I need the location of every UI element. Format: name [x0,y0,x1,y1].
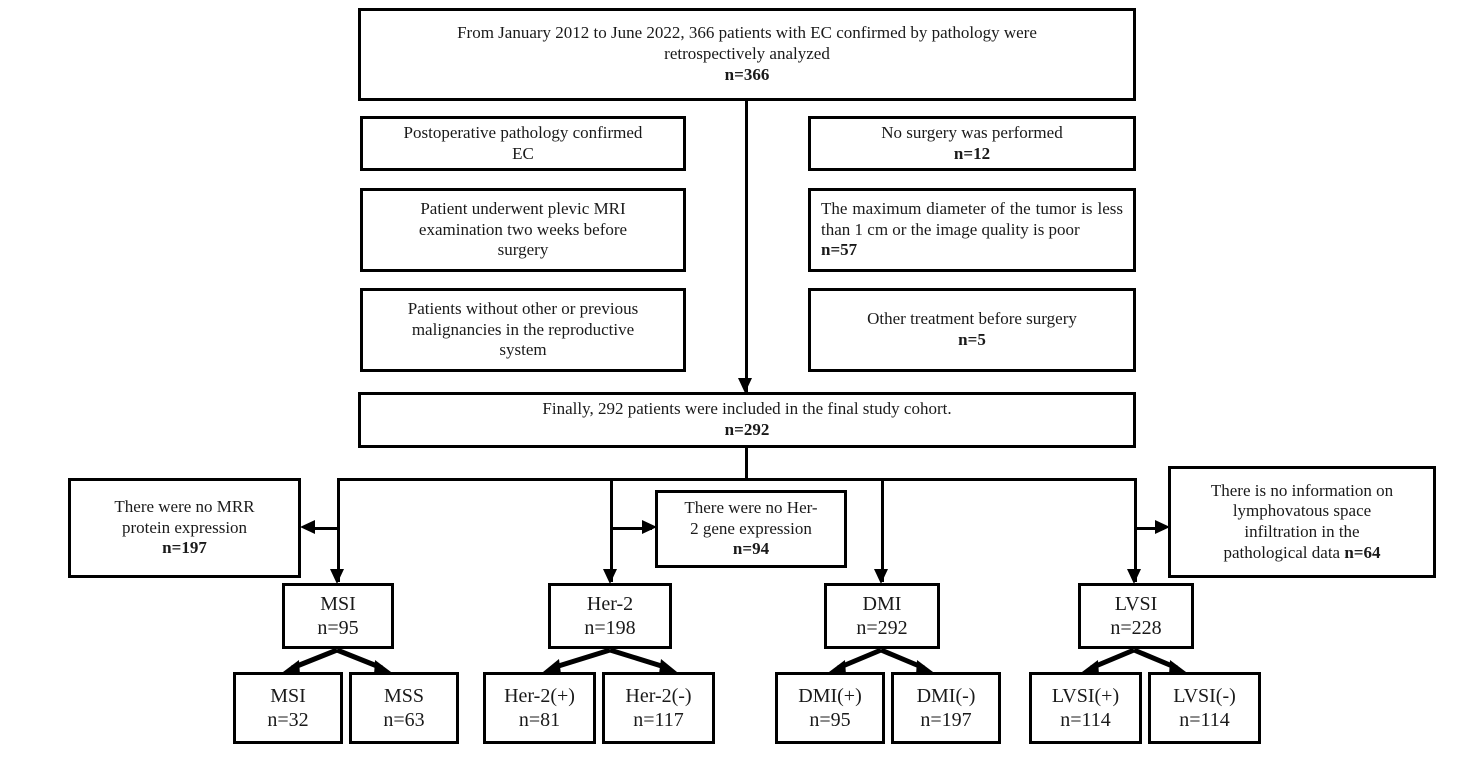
side-line-to-no-her2 [612,527,652,530]
top-box-line2: retrospectively analyzed [664,44,830,64]
box-subgroup-lvsi-neg: LVSI(-) n=114 [1148,672,1261,744]
box-subgroup-msi-pos: MSI n=32 [233,672,343,744]
side-line-to-no-mrr [307,527,339,530]
subgroup-5-label: DMI(-) [916,684,976,707]
branch-drop-dmi [881,478,884,582]
top-box-count: n=366 [724,64,770,84]
box-subgroup-dmi-neg: DMI(-) n=197 [891,672,1001,744]
exclusion-2-count: n=5 [958,330,986,349]
box-inclusion-no-other-malignancy: Patients without other or previous malig… [360,288,686,372]
cohort-1-label: Her-2 [586,592,634,615]
box-final-cohort: Finally, 292 patients were included in t… [358,392,1136,448]
cohort-3-count: n=228 [1110,617,1162,639]
box-exclusion-tumor-size-or-quality: The maximum diameter of the tumor is les… [808,188,1136,272]
box-cohort-her2: Her-2 n=198 [548,583,672,649]
subgroup-2-count: n=81 [518,709,561,731]
subgroup-7-count: n=114 [1179,709,1230,731]
inclusion-1-line2: examination two weeks before [418,219,628,239]
cohort-3-label: LVSI [1114,592,1158,615]
distribution-bus-line [337,478,1137,481]
box-cohort-lvsi: LVSI n=228 [1078,583,1194,649]
side-line-to-no-lvsi [1136,527,1164,530]
missing-1-count: n=94 [732,539,770,559]
cohort-0-count: n=95 [317,617,359,639]
inclusion-1-line1: Patient underwent plevic MRI [420,198,626,218]
subgroup-0-label: MSI [270,684,306,707]
exclusion-1-text: The maximum diameter of the tumor is les… [821,198,1123,239]
box-top-cohort: From January 2012 to June 2022, 366 pati… [358,8,1136,101]
final-box-count: n=292 [724,420,770,439]
inclusion-2-line2: malignancies in the reproductive [411,319,635,339]
box-missing-no-lvsi-info: There is no information on lymphovatous … [1168,466,1436,578]
subgroup-4-label: DMI(+) [798,684,862,707]
subgroup-1-count: n=63 [383,709,425,731]
box-missing-no-mrr: There were no MRR protein expression n=1… [68,478,301,578]
missing-0-line1: There were no MRR [114,496,255,516]
box-exclusion-other-treatment: Other treatment before surgery n=5 [808,288,1136,372]
branch-drop-her2 [610,478,613,582]
inclusion-0-line1: Postoperative pathology confirmed [403,122,643,142]
subgroup-0-count: n=32 [267,709,309,731]
box-subgroup-dmi-pos: DMI(+) n=95 [775,672,885,744]
subgroup-7-label: LVSI(-) [1173,684,1236,707]
missing-2-line2: lymphovatous space [1232,501,1372,521]
missing-0-count: n=197 [162,538,207,558]
inclusion-1-line3: surgery [497,240,549,260]
box-subgroup-mss: MSS n=63 [349,672,459,744]
box-exclusion-no-surgery: No surgery was performed n=12 [808,116,1136,171]
trunk-line-main [745,100,748,392]
box-cohort-dmi: DMI n=292 [824,583,940,649]
exclusion-1-count: n=57 [821,240,858,260]
branch-drop-lvsi [1134,478,1137,582]
subgroup-6-label: LVSI(+) [1051,684,1120,707]
missing-1-line1: There were no Her- [684,497,818,517]
branch-drop-msi [337,478,340,582]
box-subgroup-her2-neg: Her-2(-) n=117 [602,672,715,744]
final-box-line1: Finally, 292 patients were included in t… [542,399,952,419]
subgroup-3-label: Her-2(-) [625,684,692,707]
inclusion-2-line1: Patients without other or previous [407,298,639,318]
missing-2-line3: infiltration in the [1244,522,1360,541]
box-subgroup-lvsi-pos: LVSI(+) n=114 [1029,672,1142,744]
subgroup-4-count: n=95 [809,709,851,731]
exclusion-0-count: n=12 [953,143,991,163]
split-arrows-her2 [543,647,677,674]
box-subgroup-her2-pos: Her-2(+) n=81 [483,672,596,744]
missing-2-line1: There is no information on [1210,480,1394,500]
subgroup-2-label: Her-2(+) [504,684,575,707]
box-cohort-msi: MSI n=95 [282,583,394,649]
subgroup-1-label: MSS [383,684,425,707]
missing-2-count: n=64 [1344,542,1381,562]
inclusion-0-line2: EC [512,143,534,163]
inclusion-2-line3: system [499,340,547,360]
box-inclusion-pelvic-mri: Patient underwent plevic MRI examination… [360,188,686,272]
box-missing-no-her2: There were no Her- 2 gene expression n=9… [655,490,847,568]
missing-1-line2: 2 gene expression [690,518,812,538]
subgroup-5-count: n=197 [920,709,972,731]
box-inclusion-postop-pathology: Postoperative pathology confirmed EC [360,116,686,171]
exclusion-0-text: No surgery was performed [881,122,1063,142]
cohort-2-count: n=292 [856,617,908,639]
cohort-0-label: MSI [320,592,356,615]
trunk-line-to-bus [745,444,748,478]
subgroup-3-count: n=117 [633,709,684,731]
top-box-line1: From January 2012 to June 2022, 366 pati… [457,23,1037,43]
cohort-2-label: DMI [862,592,902,615]
cohort-1-count: n=198 [584,617,636,639]
subgroup-6-count: n=114 [1060,709,1111,731]
exclusion-2-text: Other treatment before surgery [867,309,1077,329]
missing-0-line2: protein expression [121,517,248,537]
missing-2-line4: pathological data [1223,542,1345,562]
